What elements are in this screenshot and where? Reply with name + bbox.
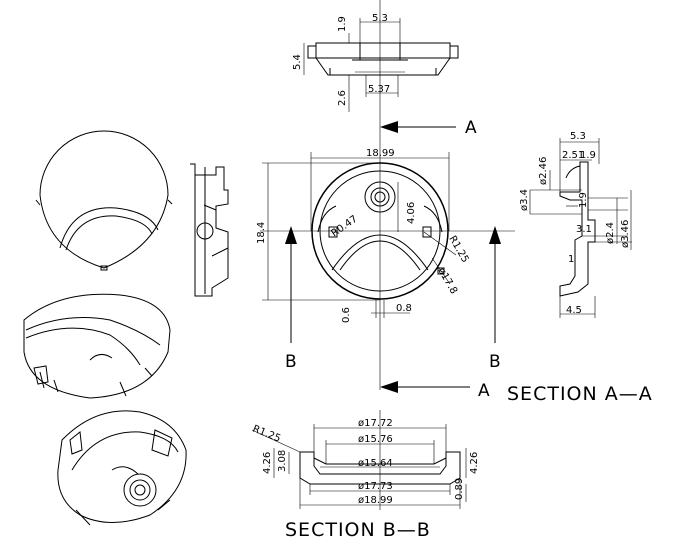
dim-aa-dia-1: ø2.46 <box>538 157 549 185</box>
dim-outer-diameter: ø17.8 <box>435 266 459 296</box>
dim-base-right: 0.8 <box>396 303 412 314</box>
dim-top-width: 5.3 <box>372 13 388 24</box>
dim-bb-dia-3: ø15.64 <box>358 458 393 469</box>
dim-aa-dia-2: ø3.4 <box>519 189 530 211</box>
dim-front-height: 18.4 <box>256 222 267 244</box>
dim-aa-width-3: 1.9 <box>580 150 596 161</box>
dim-large-radius: R1.25 <box>446 234 470 265</box>
dim-base-left: 0.6 <box>341 307 352 323</box>
dim-aa-v3: 1 <box>568 254 574 265</box>
dim-aa-dia-3: ø2.4 <box>605 222 616 244</box>
dim-bb-h1: 4.26 <box>262 452 273 474</box>
dim-bb-radius: R1.25 <box>251 424 282 445</box>
section-aa-view: 5.3 2.51 1.9 ø2.46 ø3.4 1.9 3.1 ø2.4 ø3.… <box>507 131 653 405</box>
dim-bb-dia-2: ø15.76 <box>358 434 393 445</box>
dim-bottom-width: 5.37 <box>368 84 390 95</box>
iso-sketch-2 <box>57 410 187 526</box>
section-bb-title: SECTION B—B <box>285 519 431 541</box>
dome-sketch <box>35 130 173 271</box>
dim-aa-v2: 3.1 <box>576 224 592 235</box>
section-aa-title: SECTION A—A <box>507 383 653 405</box>
dim-left-height: 5.4 <box>292 54 303 70</box>
section-label-a-top: A <box>465 118 477 138</box>
dim-bb-h2: 3.08 <box>277 450 288 472</box>
dim-aa-width-2: 2.51 <box>562 150 584 161</box>
dim-bb-dia-1: ø17.72 <box>358 418 393 429</box>
section-label-b-left: B <box>285 352 297 372</box>
dim-small-radius: R0.47 <box>329 214 359 240</box>
section-markers: A A B B <box>285 118 501 401</box>
dim-front-width: 18.99 <box>366 148 395 159</box>
dim-bb-dia-5: ø18.99 <box>358 495 393 506</box>
section-label-b-right: B <box>489 352 501 372</box>
dim-aa-dia-4: ø3.46 <box>620 220 631 248</box>
top-view: 5.3 1.9 5.4 5.37 2.6 <box>292 0 459 122</box>
section-label-a-bottom: A <box>478 381 490 401</box>
dim-bb-h4: 0.89 <box>454 478 465 500</box>
dim-inner-width: 4.06 <box>406 202 417 224</box>
section-bb-view: R1.25 ø17.72 ø15.76 ø15.64 ø17.73 ø18.99… <box>251 410 480 541</box>
dim-aa-v1: 1.9 <box>578 192 589 208</box>
front-view: 18.99 18.4 R0.47 4.06 R1.25 ø17.8 0.6 0.… <box>256 122 515 390</box>
dim-bb-h3: 4.26 <box>469 452 480 474</box>
dim-aa-width: 5.3 <box>570 131 586 142</box>
iso-sketch-1 <box>23 293 171 399</box>
side-sketch <box>190 163 229 297</box>
dim-top-height: 1.9 <box>337 16 348 32</box>
dim-bottom-height: 2.6 <box>337 90 348 106</box>
dim-aa-bottom: 4.5 <box>566 305 582 316</box>
dim-bb-dia-4: ø17.73 <box>358 481 393 492</box>
